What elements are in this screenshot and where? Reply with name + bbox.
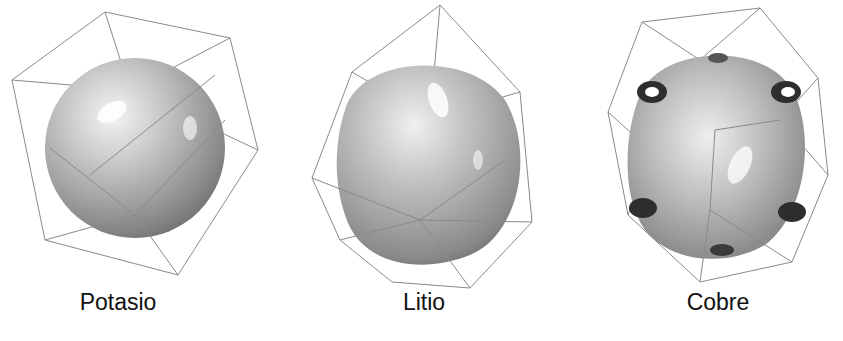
brillouin-zone-wireframe: [12, 12, 258, 275]
brillouin-zone-wireframe: [312, 5, 532, 288]
fermi-surface: [337, 65, 521, 264]
fermi-necks: [629, 53, 806, 256]
metal-label: Cobre: [687, 290, 750, 315]
brillouin-zone-wireframe: [608, 8, 828, 282]
metal-label: Litio: [403, 290, 445, 315]
fermi-surface: [628, 56, 806, 259]
fermi-sphere: [45, 58, 225, 238]
metal-label: Potasio: [80, 290, 157, 315]
